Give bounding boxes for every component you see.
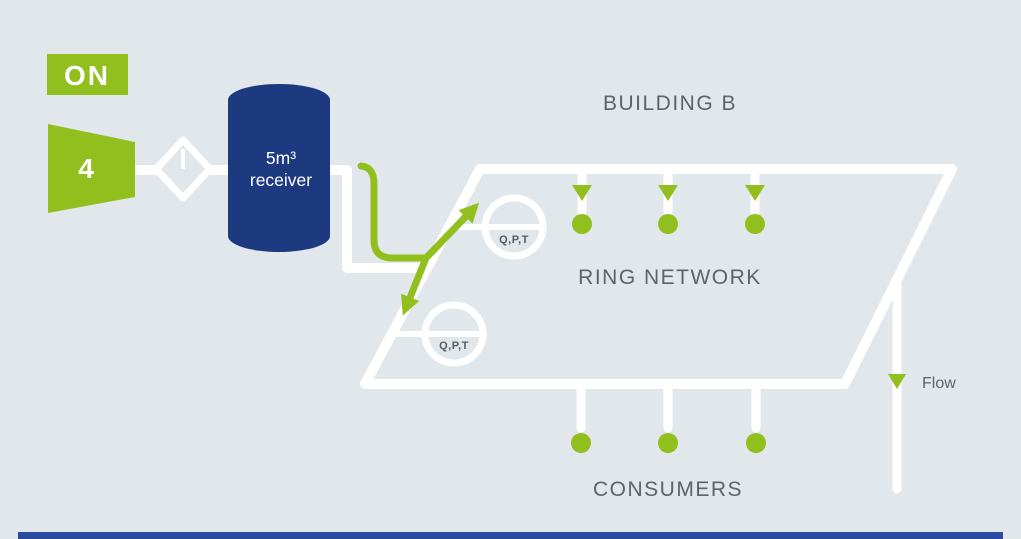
consumer-dot xyxy=(746,433,766,453)
sensor-lower: Q,P,T xyxy=(394,301,487,367)
receiver-capacity: 5m³ xyxy=(266,148,296,168)
consumers-label: CONSUMERS xyxy=(593,478,743,501)
receiver-tank: 5m³ receiver xyxy=(228,84,330,252)
building-label: BUILDING B xyxy=(603,92,737,115)
receiver-body xyxy=(228,84,330,252)
consumer-dot xyxy=(572,214,592,234)
status-badge-box xyxy=(47,54,128,95)
status-badge: ON xyxy=(47,54,128,95)
bottom-branches xyxy=(571,381,766,453)
filter-symbol xyxy=(152,136,214,202)
compressor-label: 4 xyxy=(78,153,94,184)
consumer-dot xyxy=(658,433,678,453)
sensor-lower-label: Q,P,T xyxy=(439,340,469,352)
compressor-symbol: 4 xyxy=(48,124,135,213)
flow-arrow-up-icon xyxy=(423,202,480,261)
flow-direction-icon xyxy=(888,374,906,389)
ring-network-label: RING NETWORK xyxy=(578,266,762,289)
supply-flow-arrows xyxy=(357,162,480,316)
supply-flow-curve xyxy=(357,162,430,262)
receiver-name: receiver xyxy=(250,170,312,190)
pipe-receiver-to-ring xyxy=(330,165,430,273)
consumer-dot xyxy=(571,433,591,453)
sensor-upper-label: Q,P,T xyxy=(499,234,529,246)
flow-arrow-down-icon xyxy=(401,256,430,316)
compressor-shape xyxy=(48,124,135,213)
footer-bar xyxy=(18,532,1003,539)
sensor-upper: Q,P,T xyxy=(449,194,547,260)
status-badge-label: ON xyxy=(64,60,110,91)
consumer-dot xyxy=(658,214,678,234)
top-branches xyxy=(572,167,765,234)
valve-triangle-icon xyxy=(658,185,678,201)
consumer-dot xyxy=(745,214,765,234)
flow-line: Flow xyxy=(888,280,956,494)
valve-triangle-icon xyxy=(572,185,592,201)
flow-label: Flow xyxy=(922,375,956,392)
valve-triangle-icon xyxy=(745,185,765,201)
